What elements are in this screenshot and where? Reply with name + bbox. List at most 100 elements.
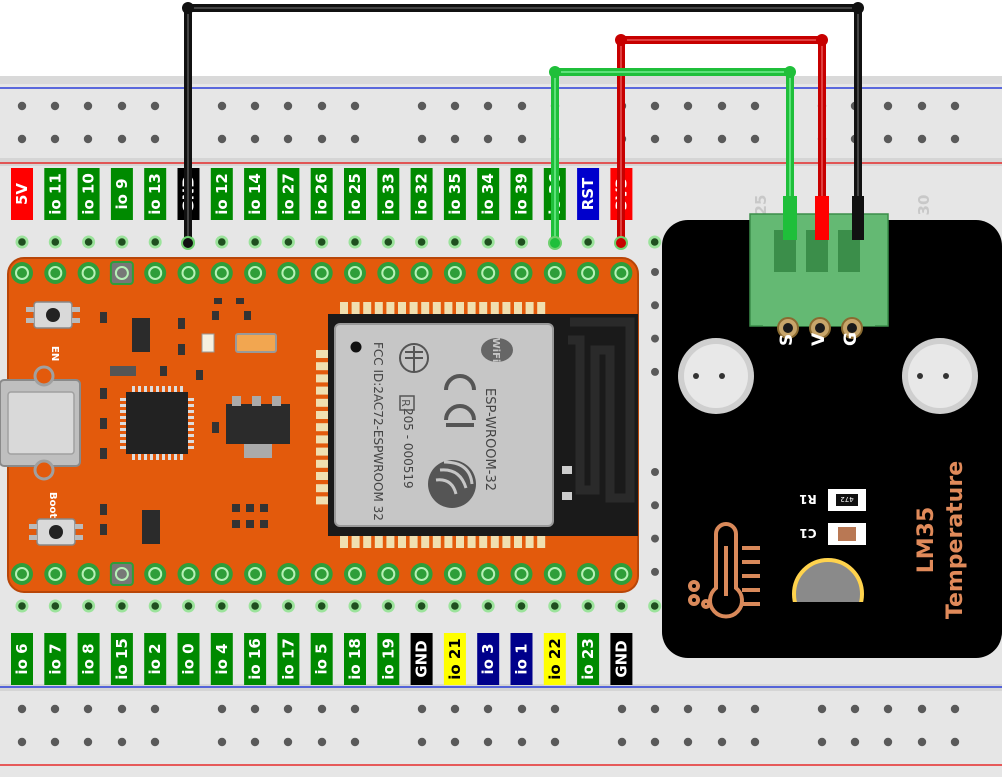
rail-hole [617,737,627,747]
module-pad [502,536,511,548]
header-pad [610,563,633,585]
module-pad [316,350,328,358]
header-pad-ring [381,567,396,581]
pin1-marker [350,341,362,353]
breadboard-hole [651,367,659,376]
sensor-title-lm35: LM35 [914,507,939,574]
usb-connector-shell [7,391,75,455]
pin-label-bg [577,168,600,220]
rail-hole [217,134,227,144]
rail-hole [217,101,227,111]
rail-hole [250,737,260,747]
header-pad [344,262,366,284]
pin-label-text: io 1 [513,643,531,674]
header-pad-ring [148,567,163,581]
header-pad [44,262,67,284]
rail-hole [850,704,860,714]
ce-mark-icon [444,374,476,427]
pin-label-bg [443,168,466,220]
header-pad-ring [114,266,129,280]
module-pad [363,536,372,548]
rail-hole [750,737,760,747]
header-pad [177,262,200,284]
rail-hole [83,134,93,144]
breadboard-hole-center [451,238,459,246]
en-button[interactable] [26,301,80,329]
rail-hole [417,134,427,144]
breadboard-hole-center [51,238,60,246]
chip-pin [138,454,141,460]
chip-pin [168,386,171,392]
rail-hole [50,704,60,714]
rail-hole [117,134,127,144]
rail-hole [50,737,60,747]
chip-pin [144,454,147,460]
pin-label: io 26 [310,168,333,220]
pin-label-bg [210,633,233,685]
chip-pin [188,434,194,437]
rail-hole [250,704,260,714]
header-pad [144,262,167,284]
rail-hole [417,101,427,111]
rail-hole [917,101,927,111]
esp32-header-pads [11,261,633,586]
pin-label-text: io 33 [379,173,397,215]
header-pad-ring [248,567,263,581]
pin-label-bg [310,633,333,685]
header-pad-ring [414,266,429,280]
header-pad-ring [547,567,562,581]
breadboard-hole-center [451,602,459,610]
module-pad [316,398,328,407]
pin-label-text: io 39 [513,173,531,215]
header-pad-ring [214,266,229,280]
header-pad-ring [81,266,96,280]
rail-hole [217,737,227,747]
rail-hole [250,101,260,111]
module-pad [502,302,511,314]
pin-label-text: io 23 [579,638,597,680]
pin-label: io 3 [477,633,500,685]
rail-hole [850,737,860,747]
espressif-logo-icon [428,460,476,508]
header-pad-ring [514,567,529,581]
header-pad-ring [314,266,329,280]
header-pad [443,563,466,585]
pin-label-bg [77,633,100,685]
pin-label: io 8 [77,633,100,685]
esp32-board: EN Boot [0,257,639,593]
header-pad [377,262,400,284]
jumper-wires [181,2,864,250]
rail-hole [83,704,93,714]
header-pad-ring [481,266,496,280]
module-pad [316,411,328,419]
rail-hole [83,101,93,111]
boot-button[interactable] [29,518,83,546]
pin-label: io 4 [210,633,233,685]
rail-hole [750,134,760,144]
header-pad-ring [81,567,96,581]
rail-hole [250,134,260,144]
header-pad-ring [15,266,29,280]
module-pad [316,423,328,432]
module-pad [409,536,418,548]
header-pad-ring [414,567,429,581]
module-pad [386,536,395,548]
pin-label-text: io 9 [113,178,131,209]
rail-hole [283,704,293,714]
module-pad [340,536,348,548]
cert-number-text: 205 - 000519 [401,408,415,489]
pin-label-bg [344,168,366,220]
rail-hole [550,704,560,714]
breadboard-hole [651,567,659,576]
esp-wroom-32-module: FCC ID:2AC72-ESPWROOM 32 205 - 000519 ES… [316,302,638,548]
module-pad [316,496,328,505]
header-pad [477,262,500,284]
chip-pin [180,386,183,392]
module-pad [537,536,546,548]
pin-label-bg [510,168,533,220]
usb-mount-hole-top [33,365,55,387]
header-pad [177,563,200,585]
pin-label: io 25 [344,168,366,220]
header-pad [310,563,333,585]
